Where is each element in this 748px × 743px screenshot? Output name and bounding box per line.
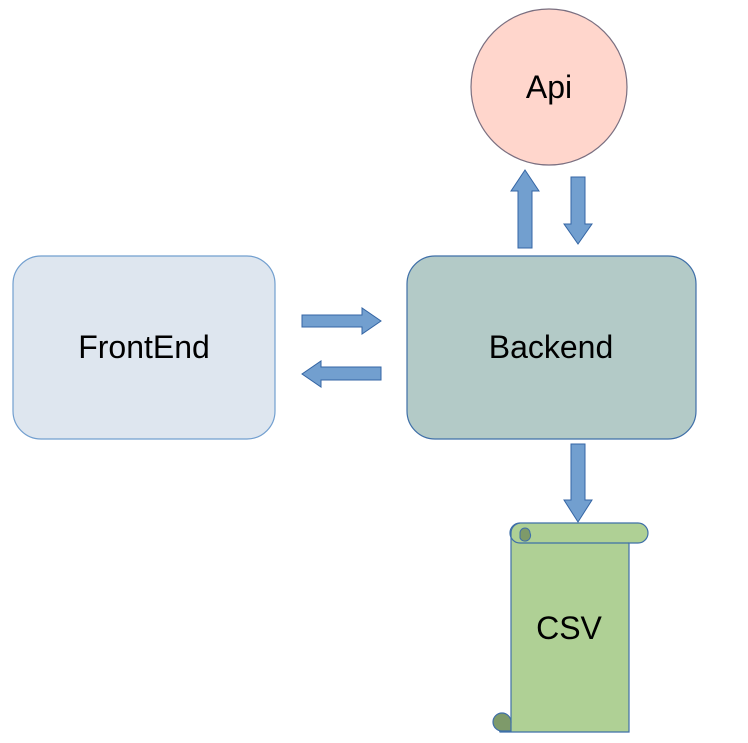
arrow-api-to-backend (563, 176, 593, 245)
csv-scroll-top-curl (519, 527, 532, 542)
api-node[interactable]: Api (470, 8, 628, 166)
backend-box (406, 255, 697, 440)
frontend-label: FrontEnd (78, 329, 210, 365)
csv-scroll-top-roll (509, 522, 629, 544)
api-label: Api (526, 69, 572, 105)
csv-node[interactable]: CSV (492, 522, 649, 733)
arrow-backend-to-csv (563, 443, 593, 523)
csv-label: CSV (536, 610, 602, 646)
arrow-frontend-to-backend (301, 307, 382, 335)
arrow-backend-to-frontend (301, 360, 382, 388)
frontend-box (12, 255, 276, 440)
frontend-node[interactable]: FrontEnd (12, 255, 276, 440)
csv-scroll-bottom-curl (492, 712, 512, 732)
backend-label: Backend (489, 329, 614, 365)
arrows (301, 169, 593, 523)
backend-node[interactable]: Backend (406, 255, 697, 440)
arrow-backend-to-api (510, 169, 540, 249)
api-circle (470, 8, 628, 166)
